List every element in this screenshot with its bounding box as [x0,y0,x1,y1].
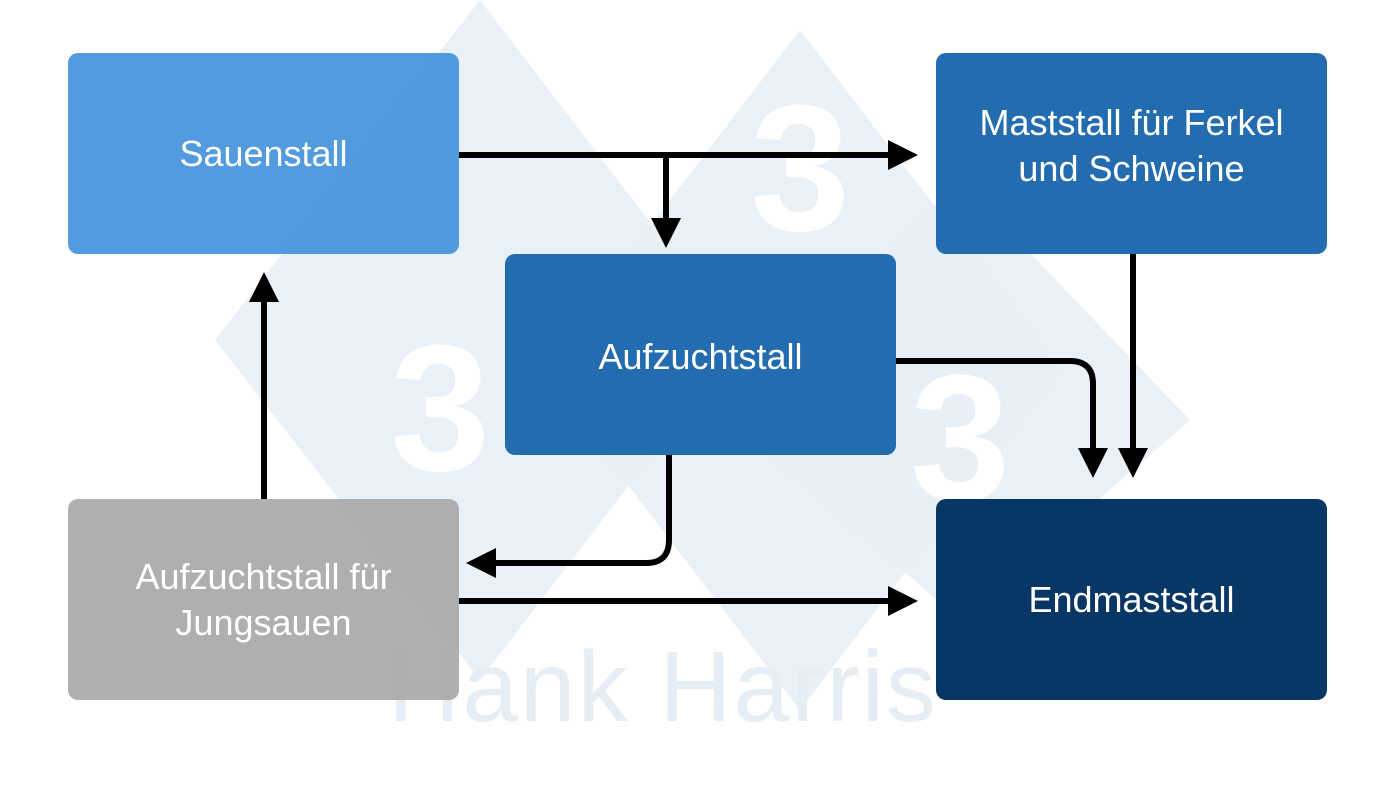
node-sauenstall: Sauenstall [68,53,459,254]
node-maststall: Maststall für Ferkel und Schweine [936,53,1327,254]
node-label: Sauenstall [179,132,348,174]
watermark-glyph-2: 3 [750,68,850,269]
node-label: Aufzuchtstall [598,336,803,377]
node-label: Endmaststall [1028,578,1235,620]
node-label: Aufzuchtstall für Jungsauen [135,555,392,643]
node-endmaststall: Endmaststall [936,499,1327,700]
node-aufzuchtstall: Aufzuchtstall [505,254,896,455]
watermark-text: Hank Harris [388,631,938,743]
watermark-glyph-1: 3 [390,308,490,509]
node-jungsauen: Aufzuchtstall für Jungsauen [68,499,459,700]
node-label: Maststall für Ferkel und Schweine [979,102,1284,189]
